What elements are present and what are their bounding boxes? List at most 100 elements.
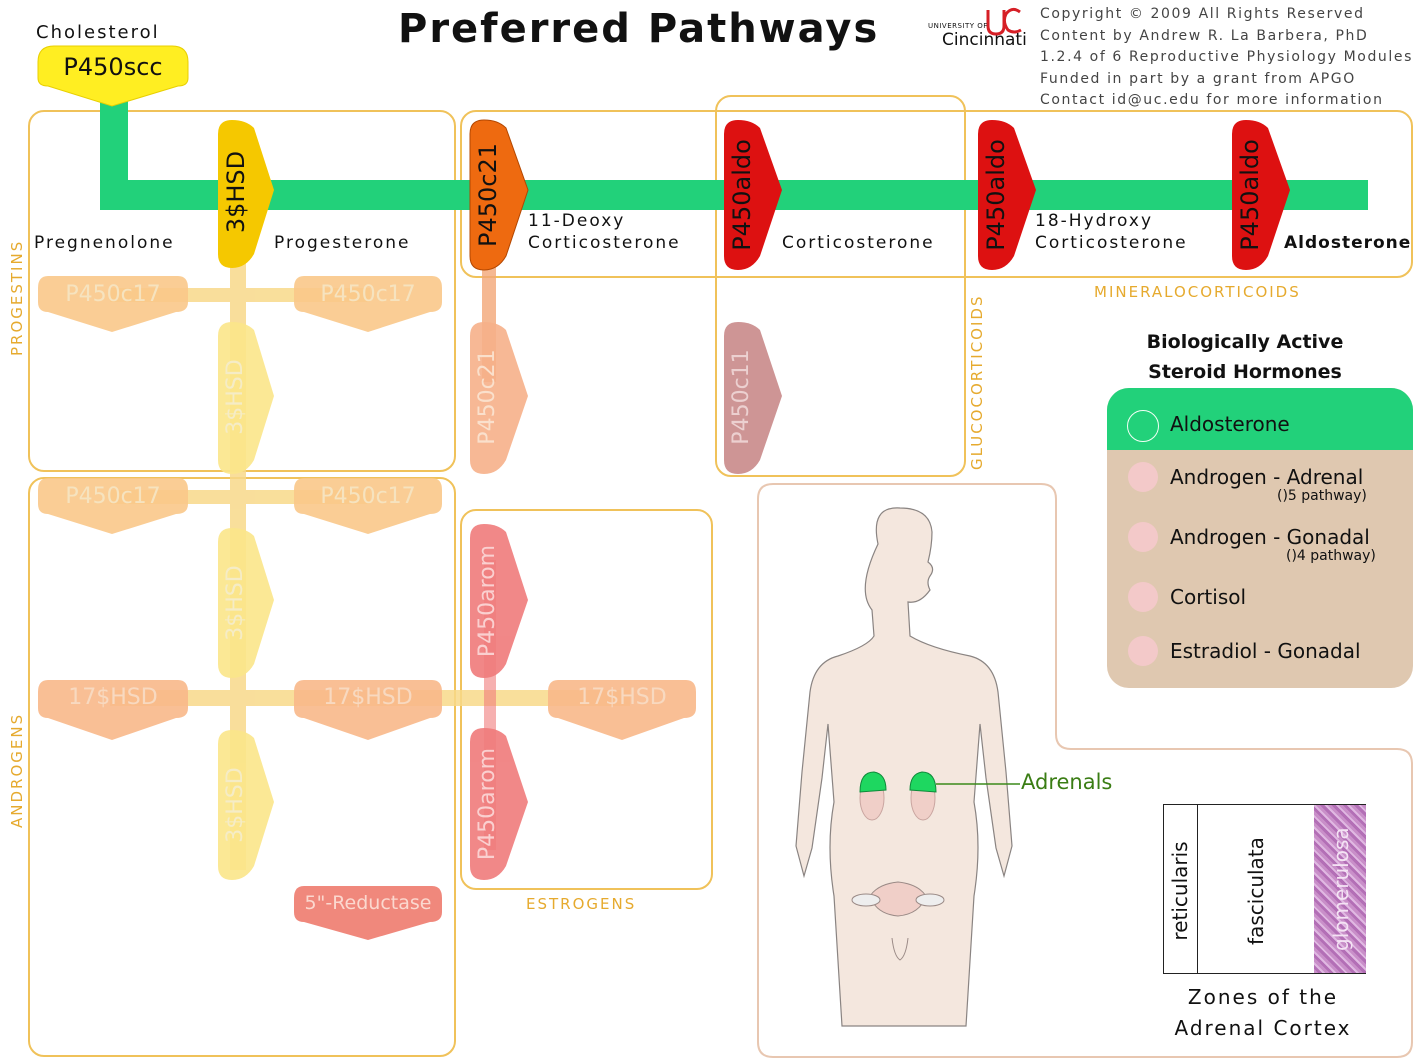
legend-dot-icon [1128, 522, 1158, 552]
legend-item-estradiol[interactable]: Estradiol - Gonadal [1108, 635, 1412, 669]
group-label-mineralocorticoids: MINERALOCORTICOIDS [1094, 283, 1301, 301]
cortex-zones-diagram [1163, 804, 1366, 974]
credit-contact: Contact id@uc.edu for more information [1040, 92, 1384, 109]
c11-enzyme [724, 322, 782, 474]
body-outline [795, 507, 1013, 1027]
legend-item-label: Cortisol [1170, 585, 1247, 609]
arom-enzyme-2 [470, 728, 528, 880]
university-logo: UNIVERSITY OF Cincinnati [926, 4, 1032, 52]
legend-title-line2: Steroid Hormones [1148, 361, 1342, 383]
zones-caption: Zones of the Adrenal Cortex [1160, 982, 1366, 1044]
legend-item-sub: ()5 pathway) [1277, 488, 1367, 504]
c17-label-1: P450c17 [65, 282, 161, 307]
c21-enzyme-2 [470, 322, 528, 474]
group-label-estrogens: ESTROGENS [526, 895, 637, 913]
compound-deoxycorticosterone-line1: 11-Deoxy [528, 211, 626, 231]
compound-deoxycorticosterone-line2: Corticosterone [528, 233, 681, 253]
p450scc-label: P450scc [63, 53, 163, 81]
legend-dot-icon [1128, 462, 1158, 492]
logo-university-of: UNIVERSITY OF [928, 22, 988, 30]
anatomy-panel [757, 483, 1413, 1058]
aldo-enzyme-2 [978, 120, 1036, 270]
legend-item-androgen-gonadal[interactable]: Androgen - Gonadal ()4 pathway) [1108, 521, 1412, 571]
page-title: Preferred Pathways [398, 6, 880, 52]
aldo-enzyme-3 [1232, 120, 1290, 270]
credit-author: Content by Andrew R. La Barbera, PhD [1040, 27, 1369, 44]
legend-active-highlight [1107, 388, 1413, 450]
legend-item-label: Androgen - Gonadal [1170, 525, 1370, 549]
hsd3-enzyme-4 [218, 730, 274, 880]
zone-reticularis: reticularis [1168, 841, 1192, 941]
aldo-label-2: P450aldo [982, 139, 1010, 251]
credit-funding: Funded in part by a grant from APGO [1040, 70, 1356, 87]
credits-block: Copyright © 2009 All Rights Reserved Con… [1040, 4, 1413, 112]
hsd3-label-3: 3$HSD [223, 565, 248, 641]
legend-item-cortisol[interactable]: Cortisol [1108, 581, 1412, 615]
reductase-label: 5"-Reductase [304, 892, 432, 914]
credit-module: 1.2.4 of 6 Reproductive Physiology Modul… [1040, 49, 1413, 66]
compound-aldosterone: Aldosterone [1284, 233, 1412, 253]
arom-label-2: P450arom [475, 747, 500, 861]
legend-title: Biologically Active Steroid Hormones [1108, 327, 1382, 387]
legend-dot-icon [1128, 582, 1158, 612]
hsd17-enzyme-2 [294, 680, 442, 740]
compound-progesterone: Progesterone [274, 233, 411, 253]
logo-cincinnati: Cincinnati [942, 30, 1027, 50]
pelvic-icon [891, 937, 909, 961]
reductase-enzyme [294, 886, 442, 940]
adrenal-left-icon [859, 771, 887, 793]
aldo-label-1: P450aldo [728, 139, 756, 251]
legend-item-label: Aldosterone [1170, 412, 1290, 436]
c21-active-label: P450c21 [474, 143, 502, 248]
hsd17-label-2: 17$HSD [323, 685, 413, 710]
hsd17-label-3: 17$HSD [577, 685, 667, 710]
c17-enzyme-3 [38, 478, 188, 534]
compound-hydroxycorticosterone-line2: Corticosterone [1035, 233, 1188, 253]
hsd3-label-2: 3$HSD [223, 359, 248, 435]
ovary-right-icon [915, 893, 945, 907]
hsd17-label-1: 17$HSD [68, 685, 158, 710]
legend-item-label: Androgen - Adrenal [1170, 465, 1364, 489]
c17-enzyme-2 [294, 276, 442, 332]
precursor-label: Cholesterol [36, 22, 160, 43]
c21-label-2: P450c21 [475, 349, 500, 445]
legend-item-label: Estradiol - Gonadal [1170, 639, 1361, 663]
legend-title-line1: Biologically Active [1146, 331, 1344, 353]
c17-label-4: P450c17 [320, 484, 416, 509]
compound-hydroxycorticosterone-line1: 18-Hydroxy [1035, 211, 1154, 231]
aldo-label-3: P450aldo [1236, 139, 1264, 251]
zone-fasciculata: fasciculata [1244, 837, 1268, 945]
compound-corticosterone: Corticosterone [782, 233, 935, 253]
hsd3-enzyme-3 [218, 528, 274, 678]
legend-dot-icon [1128, 636, 1158, 666]
c11-label: P450c11 [729, 349, 754, 445]
hsd3-active-label: 3$HSD [222, 150, 250, 234]
legend-active-dot-icon [1127, 410, 1159, 442]
p450scc-enzyme [37, 45, 189, 107]
adrenal-right-icon [909, 771, 937, 793]
hsd17-enzyme-1 [38, 680, 188, 740]
c17-enzyme-1 [38, 276, 188, 332]
arom-enzyme-1 [470, 524, 528, 678]
glomerulosa-texture [1314, 805, 1366, 973]
hsd3-active-enzyme [218, 120, 274, 268]
inactive-tracks [110, 250, 630, 870]
c17-enzyme-4 [294, 478, 442, 534]
uc-logo-icon [986, 7, 1022, 36]
zones-caption-line2: Adrenal Cortex [1174, 1016, 1352, 1040]
zone-glomerulosa: glomerulosa [1329, 827, 1353, 951]
glucocorticoids-box [715, 95, 966, 477]
hsd17-enzyme-3 [548, 680, 696, 740]
aldo-enzyme-1 [724, 120, 782, 270]
legend-item-sub: ()4 pathway) [1286, 548, 1376, 564]
compound-pregnenolone: Pregnenolone [34, 233, 175, 253]
arom-label-1: P450arom [475, 544, 500, 658]
zones-caption-line1: Zones of the [1187, 985, 1339, 1009]
c17-label-2: P450c17 [320, 282, 416, 307]
legend-item-aldosterone[interactable]: Aldosterone [1108, 408, 1412, 442]
legend-item-androgen-adrenal[interactable]: Androgen - Adrenal ()5 pathway) [1108, 461, 1412, 511]
legend-panel [1107, 388, 1413, 688]
hsd3-label-4: 3$HSD [223, 767, 248, 843]
ovary-left-icon [851, 893, 881, 907]
